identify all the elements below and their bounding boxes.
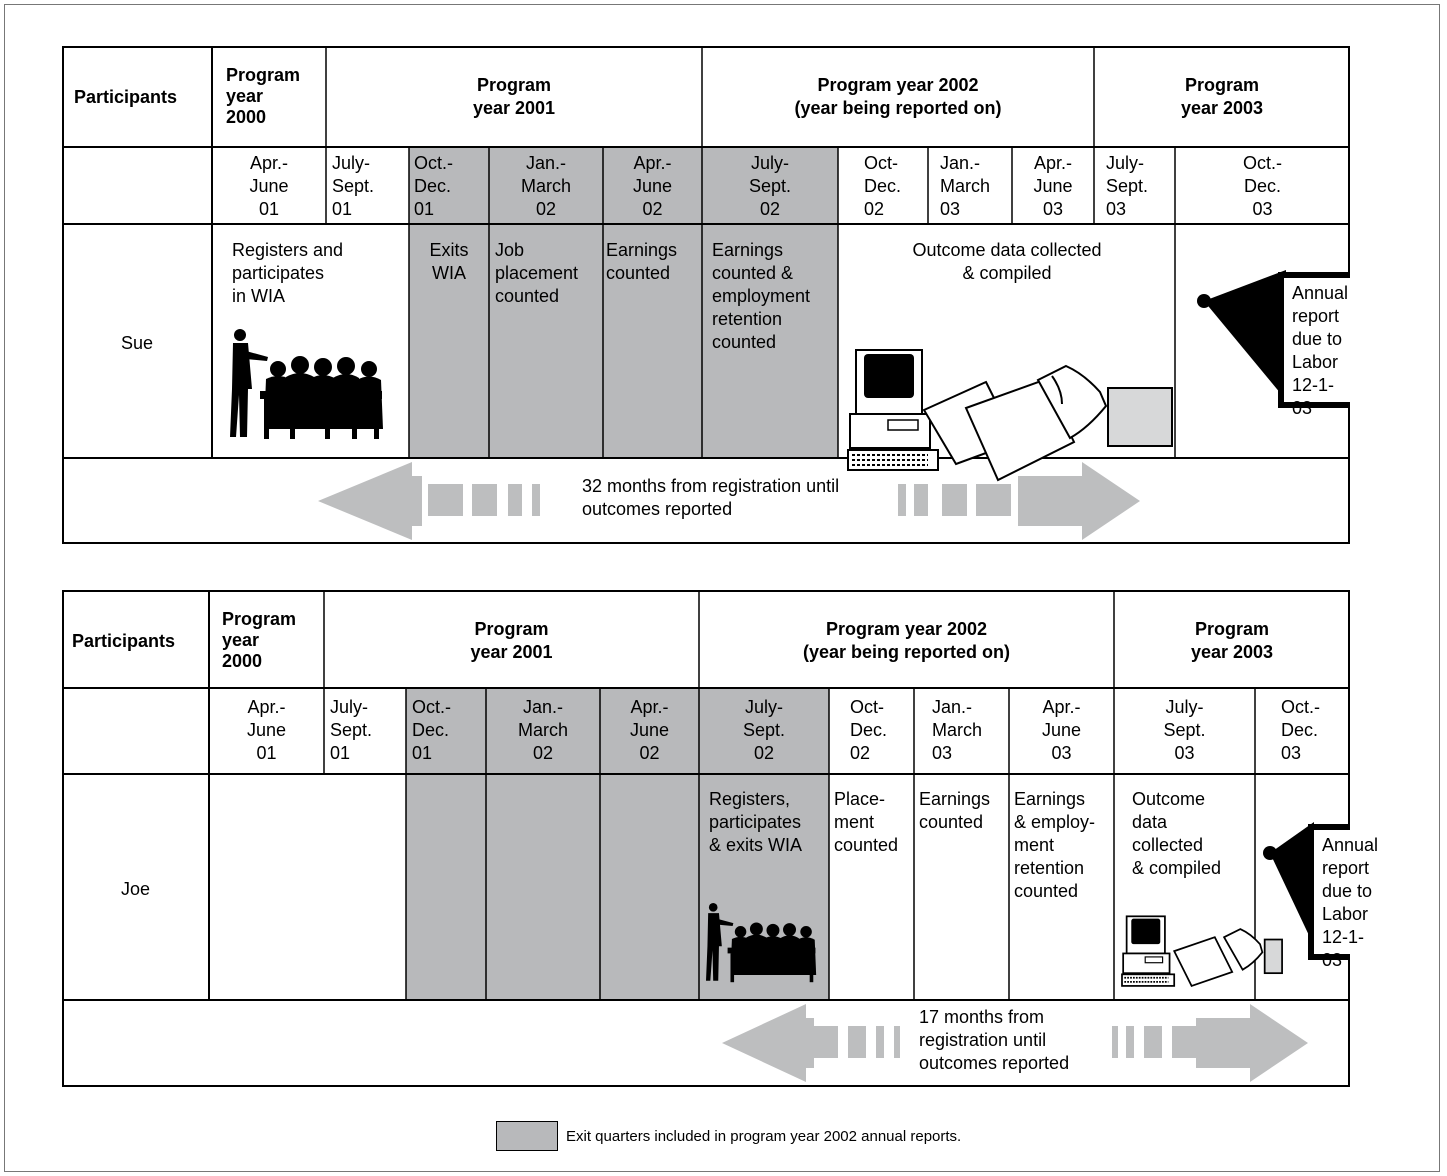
participants-header: Participants: [72, 631, 176, 651]
participant-name-sue: Sue: [120, 333, 154, 353]
program-year-2000-header: Program year 2000: [222, 609, 297, 671]
quarter-apr-june-01: Apr.- June 01: [249, 153, 289, 219]
joe-span-text: 17 months from registration until outcom…: [919, 1007, 1070, 1073]
quarter-oct-dec-03: Oct.- Dec. 03: [1281, 697, 1320, 763]
sue-registers-text: Registers and participates in WIA: [232, 240, 344, 306]
sue-span-arrow-icon: [318, 462, 1140, 540]
quarter-oct-dec-02: Oct- Dec. 02: [864, 153, 902, 219]
program-year-2001-header: Program year 2001: [472, 75, 556, 118]
annual-report-callout-icon: [1263, 822, 1350, 960]
quarter-jan-march-02: Jan.- March 02: [520, 153, 571, 219]
program-year-2003-header: Program year 2003: [1190, 619, 1274, 662]
joe-outcome-text: Outcome data collected & compiled: [1132, 789, 1222, 878]
quarter-july-sept-01: July- Sept. 01: [332, 153, 375, 219]
joe-timeline-table: Participants Program year 2000 Program y…: [62, 590, 1378, 1087]
sue-table-grid: [62, 46, 1350, 544]
computer-hand-icon: [1121, 915, 1283, 987]
legend: Exit quarters included in program year 2…: [496, 1120, 961, 1152]
quarter-jan-march-03: Jan.- March 03: [940, 153, 991, 219]
sue-span-text: 32 months from registration until outcom…: [582, 476, 840, 519]
sue-annual-report-text: Annual report due to Labor 12-1-03: [1292, 283, 1349, 418]
program-year-2001-header: Program year 2001: [470, 619, 553, 662]
quarter-oct-dec-03: Oct.- Dec. 03: [1243, 153, 1282, 219]
quarter-apr-june-01: Apr.- June 01: [246, 697, 287, 763]
quarter-july-sept-01: July- Sept. 01: [330, 697, 373, 763]
joe-earnings-retention-text: Earnings & employ- ment retention counte…: [1014, 789, 1096, 901]
quarter-oct-dec-01: Oct.- Dec. 01: [414, 153, 453, 219]
joe-annual-report-text: Annual report due to Labor 12-1-03: [1322, 835, 1379, 970]
participants-header: Participants: [74, 87, 178, 107]
sue-timeline-table: Participants Program year 2000 Program y…: [62, 46, 1350, 544]
quarter-jan-march-03: Jan.- March 03: [932, 697, 983, 763]
sue-outcome-text: Outcome data collected & compiled: [912, 240, 1102, 283]
quarter-july-sept-03: July- Sept. 03: [1106, 153, 1149, 219]
quarter-july-sept-03: July- Sept. 03: [1163, 697, 1206, 763]
meeting-silhouette-icon: [230, 329, 383, 439]
quarter-july-sept-02: July- Sept. 02: [742, 697, 786, 763]
sue-earnings-retention-text: Earnings counted & employment retention …: [712, 240, 811, 352]
quarter-apr-june-02: Apr.- June 02: [629, 697, 670, 763]
quarter-apr-june-03: Apr.- June 03: [1041, 697, 1082, 763]
sue-job-placement-text: Job placement counted: [495, 240, 579, 306]
program-year-2000-header: Program year 2000: [226, 65, 301, 127]
joe-span-arrow-icon: [722, 1004, 1308, 1082]
quarter-apr-june-02: Apr.- June 02: [632, 153, 673, 219]
joe-placement-text: Place- ment counted: [834, 789, 899, 855]
joe-earnings-text: Earnings counted: [919, 789, 991, 832]
computer-hand-icon: [847, 349, 1173, 482]
sue-earnings-text: Earnings counted: [606, 240, 678, 283]
page-frame: [4, 4, 1440, 1172]
program-year-2002-header: Program year 2002 (year being reported o…: [794, 75, 1002, 118]
joe-registers-text: Registers, participates & exits WIA: [709, 789, 803, 855]
legend-text: Exit quarters included in program year 2…: [566, 1127, 962, 1145]
quarter-oct-dec-02: Oct- Dec. 02: [850, 697, 888, 763]
joe-table-grid: [62, 590, 1350, 1087]
participant-name-joe: Joe: [120, 879, 151, 899]
annual-report-callout-icon: [1197, 270, 1350, 408]
sue-exits-text: Exits WIA: [429, 240, 469, 283]
quarter-oct-dec-01: Oct.- Dec. 01: [412, 697, 451, 763]
legend-shade-swatch: [496, 1121, 558, 1151]
program-year-2003-header: Program year 2003: [1180, 75, 1264, 118]
meeting-silhouette-icon: [706, 903, 817, 983]
program-year-2002-header: Program year 2002 (year being reported o…: [802, 619, 1011, 662]
quarter-jan-march-02: Jan.- March 02: [517, 697, 568, 763]
quarter-july-sept-02: July- Sept. 02: [748, 153, 792, 219]
quarter-apr-june-03: Apr.- June 03: [1033, 153, 1073, 219]
